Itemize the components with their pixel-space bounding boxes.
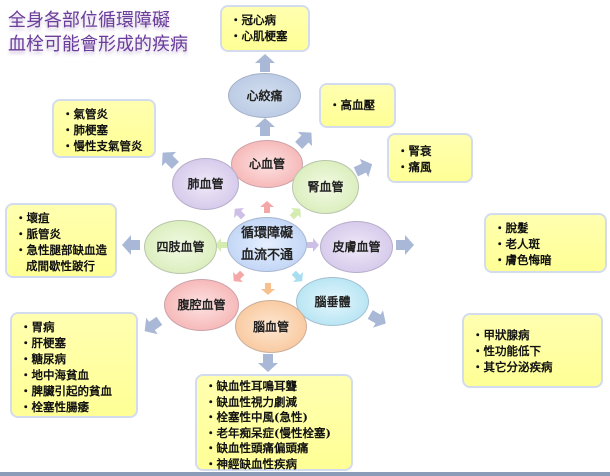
node-lung: 肺血管 — [172, 158, 239, 210]
list-item: ‧栓塞性中風(急性) — [205, 410, 308, 424]
arrow-to-abdomen-box — [138, 312, 166, 340]
list-item: ‧其它分泌疾病 — [472, 360, 553, 374]
node-angina-label: 心絞痛 — [246, 88, 283, 103]
list-item: ‧痛風 — [397, 160, 432, 174]
bottom-divider — [0, 472, 610, 476]
list-item: ‧脫髮 — [494, 221, 529, 235]
box-lung: ‧氣管炎 ‧肺梗塞 ‧慢性支氣管炎 — [52, 99, 156, 158]
list-item: ‧脈管炎 — [15, 227, 61, 241]
list-item: ‧腎衰 — [397, 144, 432, 158]
node-center: 循環障礙 血流不通 — [227, 217, 307, 272]
node-skin-label: 皮膚血管 — [332, 240, 381, 254]
box-heart: ‧高血壓 — [319, 83, 396, 128]
list-item: ‧缺血性頭痛偏頭痛 — [205, 441, 309, 455]
list-item: ‧缺血性耳鳴耳聾 — [205, 379, 297, 393]
arrow-to-limbs-box — [122, 235, 140, 255]
list-item: ‧甲狀腺病 — [472, 328, 530, 342]
node-pituitary-label: 腦垂體 — [314, 294, 351, 309]
list-item: ‧性功能低下 — [472, 344, 541, 358]
node-brain-label: 腦血管 — [252, 319, 289, 334]
box-limbs: ‧壞疽 ‧脈管炎 ‧急性腿部缺血造 成間歇性跛行 — [5, 203, 117, 278]
node-limbs: 四肢血管 — [144, 220, 217, 274]
node-pituitary: 腦垂體 — [296, 277, 369, 326]
box-pituitary: ‧甲狀腺病 ‧性功能低下 ‧其它分泌疾病 — [462, 313, 603, 388]
node-limbs-label: 四肢血管 — [156, 240, 205, 254]
node-brain: 腦血管 — [235, 300, 307, 353]
center-arrow-heart — [260, 201, 274, 213]
node-kidney-label: 腎血管 — [307, 180, 344, 194]
list-item: ‧急性腿部缺血造 — [15, 243, 107, 257]
list-item: ‧肺梗塞 — [62, 123, 108, 137]
arrow-to-brain-box — [258, 354, 278, 372]
box-skin: ‧脫髮 ‧老人斑 ‧膚色悔暗 — [484, 213, 607, 273]
title-line-1: 全身各部位循環障礙 — [8, 10, 170, 31]
list-item: ‧老年痴呆症(慢性栓塞) — [205, 425, 331, 440]
center-line-1: 循環障礙 — [240, 225, 293, 241]
list-item: ‧栓塞性腸痿 — [20, 400, 89, 414]
list-item: ‧心肌梗塞 — [230, 29, 288, 43]
box-kidney: ‧腎衰 ‧痛風 — [387, 133, 473, 183]
list-item: ‧慢性支氣管炎 — [62, 139, 143, 153]
arrow-to-angina — [255, 118, 275, 136]
center-arrow-abdomen — [228, 267, 248, 287]
node-heart: 心血管 — [231, 140, 303, 188]
list-item: ‧壞疽 — [15, 211, 50, 225]
center-line-2: 血流不通 — [240, 247, 293, 263]
list-item: ‧胃病 — [20, 320, 55, 334]
node-heart-label: 心血管 — [248, 157, 285, 171]
list-item: 成間歇性跛行 — [26, 259, 95, 273]
list-item: ‧老人斑 — [494, 237, 540, 251]
node-abdomen: 腹腔血管 — [164, 279, 239, 331]
box-angina: ‧冠心病 ‧心肌梗塞 — [220, 5, 310, 52]
box-brain: ‧缺血性耳鳴耳聾 ‧缺血性視力劇減 ‧栓塞性中風(急性) ‧老年痴呆症(慢性栓塞… — [195, 374, 353, 471]
center-arrow-pituitary — [288, 267, 308, 287]
list-item: ‧缺血性視力劇減 — [205, 394, 297, 409]
list-item: ‧神經缺血性疾病 — [205, 456, 297, 471]
list-item: ‧脾臟引起的貧血 — [20, 384, 112, 398]
arrow-to-hypertension-box — [291, 125, 319, 153]
title-line-2: 血栓可能會形成的疾病 — [8, 34, 188, 55]
list-item: ‧氣管炎 — [62, 107, 108, 121]
list-item: ‧高血壓 — [329, 98, 375, 112]
center-arrow-skin — [307, 238, 319, 252]
list-item: ‧肝梗塞 — [20, 336, 66, 350]
diagram-title: 全身各部位循環障礙 血栓可能會形成的疾病 — [8, 9, 188, 57]
box-abdomen: ‧胃病 ‧肝梗塞 ‧糖尿病 ‧地中海貧血 ‧脾臟引起的貧血 ‧栓塞性腸痿 — [10, 312, 138, 418]
node-angina: 心絞痛 — [228, 73, 301, 118]
center-arrow-brain — [261, 283, 275, 295]
arrow-to-angina-box — [255, 54, 275, 72]
list-item: ‧地中海貧血 — [20, 368, 89, 382]
center-arrow-lung — [229, 203, 249, 223]
arrow-to-pituitary-box — [365, 305, 391, 333]
node-kidney: 腎血管 — [292, 160, 359, 214]
node-skin: 皮膚血管 — [320, 221, 393, 273]
node-lung-label: 肺血管 — [187, 177, 224, 191]
list-item: ‧糖尿病 — [20, 352, 66, 366]
node-abdomen-label: 腹腔血管 — [177, 298, 226, 312]
list-item: ‧冠心病 — [230, 13, 276, 27]
arrow-to-skin-box — [396, 235, 414, 255]
list-item: ‧膚色悔暗 — [494, 253, 552, 267]
